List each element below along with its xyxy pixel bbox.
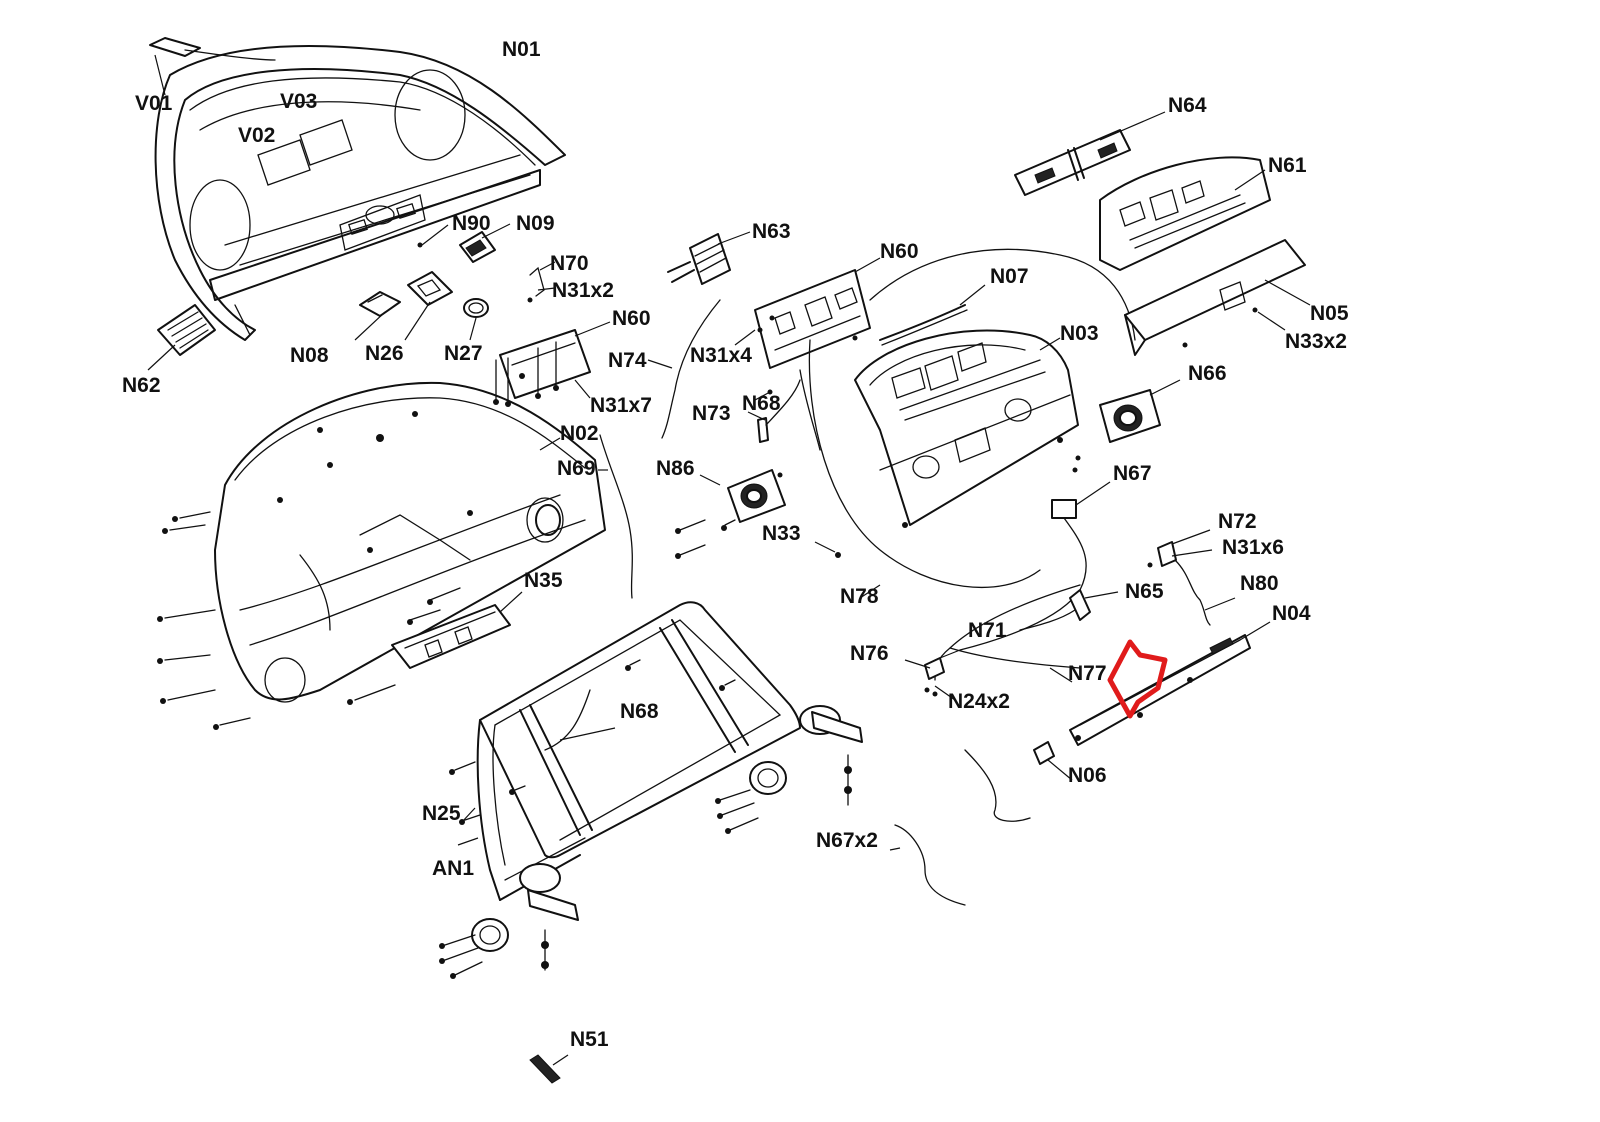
part-n02-rear-shroud [157, 381, 606, 730]
part-v01 [149, 37, 276, 96]
label-n63: N63 [752, 220, 791, 243]
part-n60-board-middle [734, 257, 881, 369]
label-n66: N66 [1188, 362, 1227, 385]
part-n78-cable [808, 248, 1136, 599]
part-n76-cable [904, 584, 1081, 701]
label-n05: N05 [1310, 302, 1349, 325]
part-n72-clip [1147, 529, 1236, 626]
label-n68-lower: N68 [620, 700, 659, 723]
label-n31x6: N31x6 [1222, 536, 1284, 559]
label-n90: N90 [452, 212, 491, 235]
label-n31x7: N31x7 [590, 394, 652, 417]
label-n61: N61 [1268, 154, 1307, 177]
label-n31x2: N31x2 [552, 279, 614, 302]
label-n67x2: N67x2 [816, 829, 878, 852]
part-n73-n68-wiring [747, 369, 821, 451]
label-n77: N77 [1068, 662, 1107, 685]
label-n80: N80 [1240, 572, 1279, 595]
part-n69-cable [598, 434, 633, 599]
part-n70-clip [527, 261, 556, 303]
label-v02: V02 [238, 124, 275, 147]
label-n60-middle: N60 [880, 240, 919, 263]
label-n35: N35 [524, 569, 563, 592]
label-n08: N08 [290, 344, 329, 367]
label-n62: N62 [122, 374, 161, 397]
part-n04-tray [1069, 621, 1271, 746]
part-n64-button-bar [1014, 111, 1166, 196]
label-n27: N27 [444, 342, 483, 365]
label-n31x4: N31x4 [690, 344, 752, 367]
label-n76: N76 [850, 642, 889, 665]
label-n78: N78 [840, 585, 879, 608]
label-n69: N69 [557, 457, 596, 480]
label-n71: N71 [968, 619, 1007, 642]
label-n25: N25 [422, 802, 461, 825]
label-n68-upper: N68 [742, 392, 781, 415]
label-n26: N26 [365, 342, 404, 365]
label-n65: N65 [1125, 580, 1164, 603]
label-n51: N51 [570, 1028, 609, 1051]
part-n65-cable [1019, 589, 1119, 631]
label-n86: N86 [656, 457, 695, 480]
label-n06: N06 [1068, 764, 1107, 787]
part-n05-bracket [1124, 239, 1311, 356]
part-n51-bolt [529, 1054, 569, 1084]
part-labels: N01 V01 V03 V02 N62 N08 N26 N27 N90 N09 … [122, 38, 1349, 1051]
label-n07: N07 [990, 265, 1029, 288]
part-small-buttons [354, 223, 511, 341]
part-n62-speaker-grille [147, 304, 216, 371]
label-n02: N02 [560, 422, 599, 445]
part-base-frame [439, 601, 863, 979]
highlight-arrow [1107, 639, 1168, 719]
label-n70: N70 [550, 252, 589, 275]
part-n01-display-hood [154, 44, 566, 341]
label-n33: N33 [762, 522, 801, 545]
part-n33-screw [814, 541, 841, 558]
part-n86-speaker [675, 469, 786, 559]
part-n03-console-frame [854, 329, 1079, 528]
part-n07-strip [879, 284, 986, 346]
part-n60-board-left [493, 321, 611, 407]
part-n66-speaker [1072, 379, 1181, 473]
label-n24x2: N24x2 [948, 690, 1010, 713]
label-n04: N04 [1272, 602, 1311, 625]
label-n33x2: N33x2 [1285, 330, 1347, 353]
part-n61-overlay [1099, 156, 1271, 271]
label-n03: N03 [1060, 322, 1099, 345]
part-n35-cover [347, 587, 523, 705]
label-n09: N09 [516, 212, 555, 235]
part-n74-cable [647, 299, 721, 439]
label-n01: N01 [502, 38, 541, 61]
label-v01: V01 [135, 92, 173, 115]
part-n06-clip [964, 741, 1073, 822]
part-n63-connector [667, 231, 751, 285]
label-n72: N72 [1218, 510, 1257, 533]
part-n67x2-cable [889, 824, 966, 906]
label-an1: AN1 [432, 857, 474, 880]
label-n64: N64 [1168, 94, 1207, 117]
label-n67: N67 [1113, 462, 1152, 485]
label-n73: N73 [692, 402, 731, 425]
label-n60-left: N60 [612, 307, 651, 330]
label-n74: N74 [608, 349, 647, 372]
label-v03: V03 [280, 90, 317, 113]
